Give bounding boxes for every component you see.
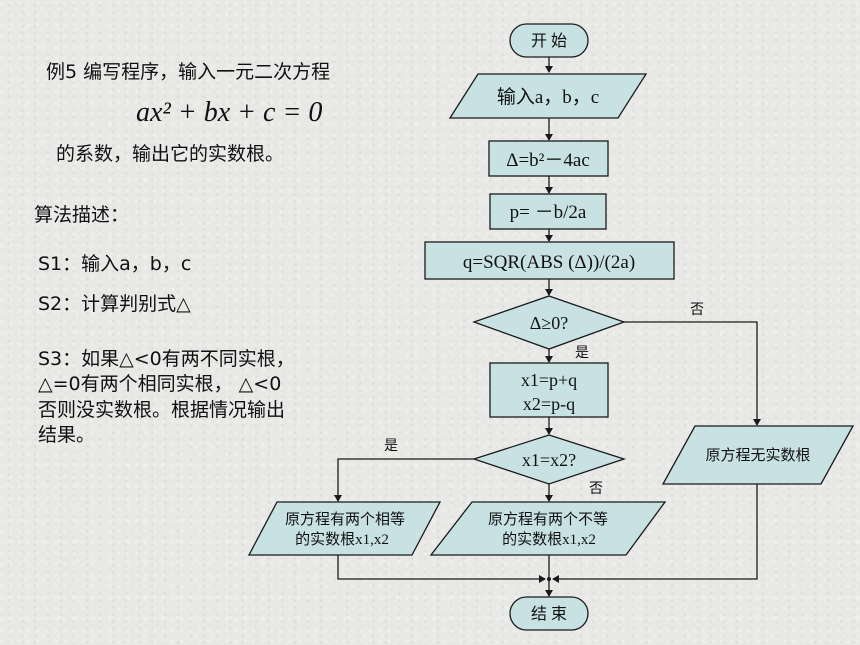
x-box (489, 362, 609, 418)
flowchart-connectors (334, 57, 761, 597)
input-parallelogram (448, 73, 648, 119)
cond1-yes-label: 是 (575, 346, 589, 361)
output-equal-line2: 的实数根x1,x2 (295, 531, 389, 548)
arrow-cond1-no (624, 321, 761, 426)
start-label: 开 始 (531, 32, 567, 50)
q-label: q=SQR(ABS (Δ))/(2a) (463, 252, 635, 273)
cond1-no-label: 否 (690, 303, 704, 318)
input-label: 输入a，b，c (497, 86, 599, 108)
x2-label: x2=p-q (523, 394, 575, 414)
output-diff-parallelogram (429, 501, 667, 556)
step-s2: S2：计算判别式△ (38, 293, 191, 315)
cond2-no-label: 否 (589, 482, 603, 497)
step-s3-line2: △=0有两个相同实根， △<0 (38, 373, 282, 395)
output-equal-parallelogram (247, 501, 442, 556)
p-box (489, 193, 607, 230)
cond1-diamond (472, 295, 626, 350)
no-root-label: 原方程无实数根 (705, 447, 810, 464)
step-s3-line3: 否则没实数根。根据情况输出 (38, 399, 286, 421)
x1-label: x1=p+q (521, 370, 577, 390)
arrow-equal-to-merge (337, 555, 546, 583)
algorithm-heading: 算法描述： (34, 204, 130, 226)
q-box (424, 241, 675, 280)
quadratic-equation: ax² + bx + c = 0 (136, 97, 323, 128)
output-equal-line1: 原方程有两个相等 (285, 510, 405, 528)
cond2-label: x1=x2? (522, 450, 576, 470)
p-label: p= －b/2a (510, 202, 587, 223)
cond2-diamond (471, 434, 627, 485)
no-root-parallelogram (661, 425, 855, 485)
end-terminal (509, 596, 589, 631)
arrow-cond2-yes (334, 458, 474, 502)
arrow-noroot-to-merge (552, 484, 758, 583)
cond1-label: Δ≥0? (530, 313, 568, 333)
output-diff-line1: 原方程有两个不等 (488, 510, 608, 528)
example-title-line2: 的系数，输出它的实数根。 (56, 143, 285, 165)
step-s1: S1：输入a，b，c (38, 253, 192, 275)
step-s3-line4: 结果。 (38, 424, 96, 446)
cond2-yes-label: 是 (384, 439, 398, 454)
delta-box (488, 140, 609, 177)
output-diff-line2: 的实数根x1,x2 (502, 531, 596, 548)
merge-point (547, 577, 551, 581)
example-title-line1: 例5 编写程序，输入一元二次方程 (46, 61, 331, 83)
start-terminal (509, 23, 589, 58)
end-label: 结 束 (531, 605, 567, 623)
step-s3-line1: S3：如果△<0有两不同实根， (38, 348, 295, 370)
delta-label: Δ=b²－4ac (506, 150, 590, 171)
